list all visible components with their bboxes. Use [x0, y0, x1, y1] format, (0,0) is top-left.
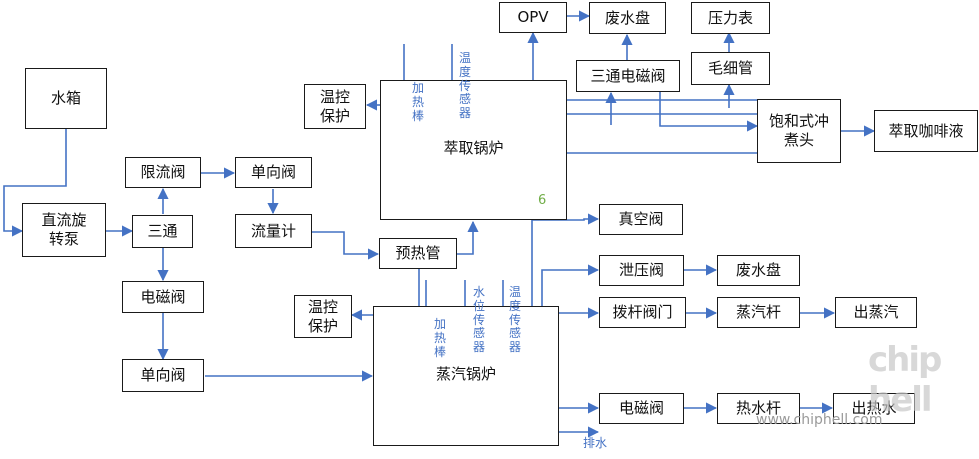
number-6-label: 6	[538, 193, 547, 208]
extraction-boiler-label: 萃取锅炉	[443, 139, 504, 157]
capillary-label: 毛细管	[707, 59, 753, 78]
brew-head-box: 饱和式冲煮头	[757, 99, 841, 163]
extract-coffee-box: 萃取咖啡液	[874, 110, 978, 152]
steam-wand-label: 蒸汽杆	[735, 303, 781, 322]
tee-box: 三通	[132, 215, 193, 248]
check-valve-top-label: 单向阀	[250, 163, 296, 182]
opv-box: OPV	[499, 2, 567, 33]
temp-sensor-top-label: 温度传感器	[458, 51, 471, 121]
wire-meter-preheat	[311, 231, 380, 260]
wire-steam-relief	[541, 264, 600, 306]
relief-valve-box: 泄压阀	[599, 255, 684, 286]
vacuum-valve-label: 真空阀	[618, 210, 664, 229]
relief-valve-label: 泄压阀	[618, 261, 664, 280]
drain-label: 排水	[583, 436, 608, 450]
brew-head-label: 饱和式冲煮头	[768, 112, 829, 149]
pressure-gauge-label: 压力表	[707, 8, 753, 27]
check-valve-bottom-label: 单向阀	[140, 366, 186, 385]
flow-limit-valve-box: 限流阀	[125, 157, 201, 188]
opv-label: OPV	[517, 8, 549, 27]
waste-tray-right-box: 废水盘	[717, 255, 800, 286]
steam-boiler-label: 蒸汽锅炉	[435, 365, 496, 383]
preheat-pipe-label: 预热管	[395, 244, 441, 263]
lever-valve-label: 拨杆阀门	[612, 303, 673, 322]
flow-meter-box: 流量计	[235, 214, 312, 248]
steam-boiler-box: 蒸汽锅炉	[373, 306, 559, 446]
water-tank-label: 水箱	[50, 89, 81, 108]
preheat-pipe-box: 预热管	[379, 238, 457, 269]
wire-preheat-boiler	[456, 220, 479, 255]
waste-tray-right-label: 废水盘	[735, 261, 781, 280]
check-valve-bottom-box: 单向阀	[122, 359, 204, 392]
pressure-gauge-box: 压力表	[691, 2, 770, 34]
temp-protect-top-label: 温控保护	[319, 87, 350, 125]
temp-protect-bottom-box: 温控保护	[294, 295, 352, 338]
steam-out-label: 出蒸汽	[853, 303, 899, 322]
steam-out-box: 出蒸汽	[835, 297, 917, 328]
check-valve-top-box: 单向阀	[235, 157, 312, 188]
tee-label: 三通	[147, 222, 178, 241]
temp-sensor-bottom-label: 温度传感器	[508, 285, 521, 355]
hot-water-wand-label: 热水杆	[735, 399, 781, 418]
lever-valve-box: 拨杆阀门	[599, 297, 686, 328]
vacuum-valve-box: 真空阀	[599, 204, 683, 235]
hot-water-out-box: 出热水	[833, 393, 915, 424]
solenoid-valve-right-label: 电磁阀	[618, 399, 664, 418]
solenoid-valve-left-label: 电磁阀	[140, 287, 186, 306]
wire-3way-head	[659, 86, 759, 132]
wire-steam-vacuum	[531, 213, 600, 306]
extract-coffee-label: 萃取咖啡液	[888, 121, 964, 140]
temp-protect-bottom-label: 温控保护	[307, 297, 338, 335]
wire-tank-pump	[3, 128, 67, 237]
waste-tray-top-label: 废水盘	[604, 8, 650, 27]
extraction-boiler-box: 萃取锅炉	[380, 80, 567, 220]
solenoid-valve-left-box: 电磁阀	[122, 281, 204, 313]
steam-wand-box: 蒸汽杆	[717, 297, 800, 328]
solenoid-valve-right-box: 电磁阀	[599, 393, 684, 424]
flow-limit-valve-label: 限流阀	[140, 163, 186, 182]
heater-rod-bottom-label: 加热棒	[433, 317, 446, 359]
flow-meter-label: 流量计	[250, 221, 296, 240]
heater-rod-top-label: 加热棒	[411, 81, 424, 123]
level-sensor-label: 水位传感器	[472, 285, 485, 355]
three-way-solenoid-box: 三通电磁阀	[576, 60, 680, 92]
watermark-url: www.chiphell.com	[756, 412, 883, 428]
temp-protect-top-box: 温控保护	[304, 84, 366, 129]
hot-water-out-label: 出热水	[851, 399, 897, 418]
waste-tray-top-box: 废水盘	[589, 2, 666, 34]
dc-pump-label: 直流旋转泵	[41, 211, 87, 248]
hot-water-wand-box: 热水杆	[717, 393, 800, 424]
capillary-box: 毛细管	[691, 52, 770, 85]
three-way-solenoid-label: 三通电磁阀	[590, 66, 666, 85]
watermark-logo: chip hell	[868, 340, 942, 420]
dc-pump-box: 直流旋转泵	[22, 203, 106, 257]
water-tank-box: 水箱	[25, 68, 107, 129]
